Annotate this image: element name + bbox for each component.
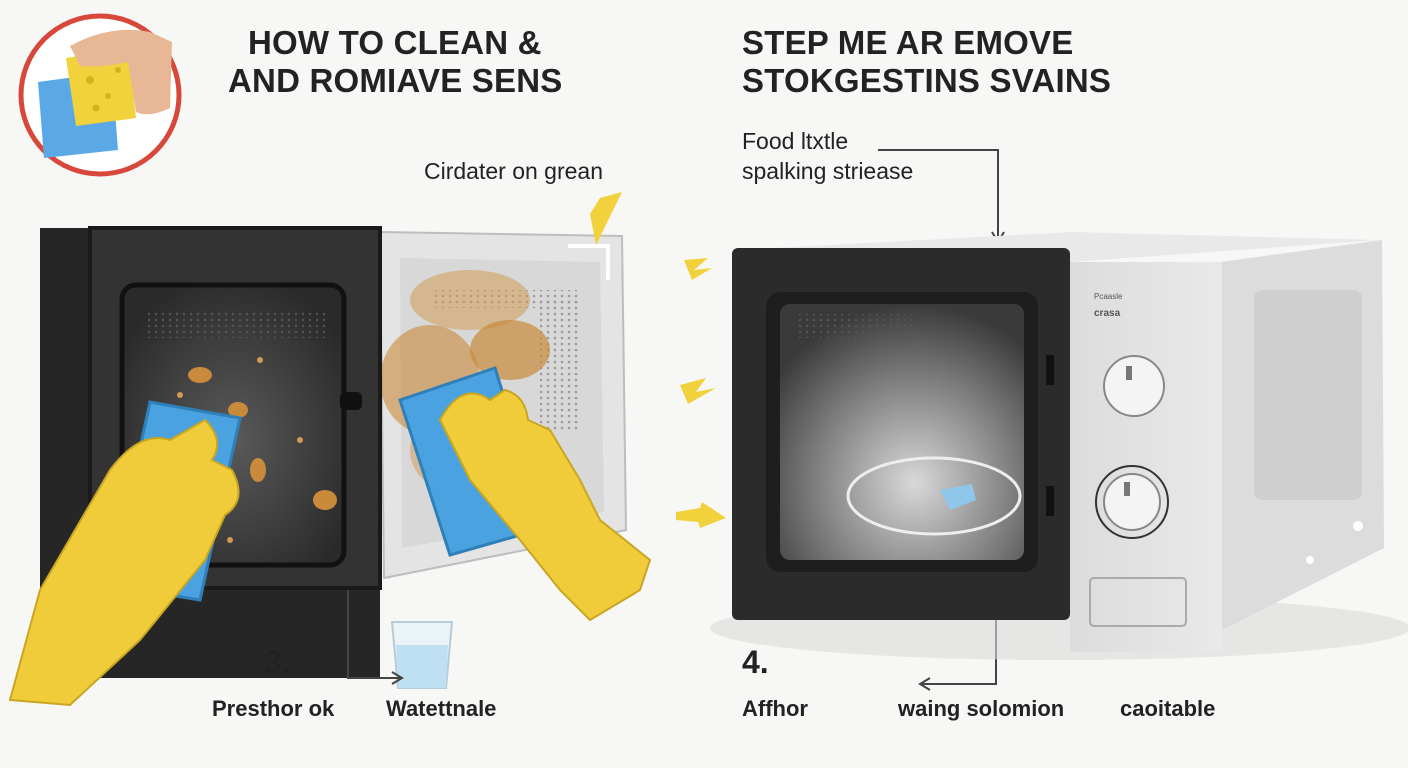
caption-affhor: Affhor: [742, 696, 808, 721]
right-title-line2: STOKGESTINS SVAINS: [742, 62, 1112, 99]
caption-waing: waing solomion: [898, 696, 1065, 721]
microwave-open: [8, 226, 652, 707]
cleaning-badge-icon: [18, 13, 182, 177]
caption-caoitable: caoitable: [1120, 696, 1216, 721]
left-callout: Cirdater on grean: [424, 158, 603, 184]
step-number-4: 4.: [742, 644, 769, 680]
step-number-3: 3.: [264, 644, 291, 680]
microwave-closed: [710, 232, 1408, 660]
left-title-line2: AND ROMIAVE SENS: [228, 62, 563, 99]
panel-text-1: Pcaasle: [1094, 292, 1123, 301]
connector-lines: [347, 149, 1005, 691]
caption-water: Watettnale: [386, 696, 497, 721]
left-title-line1: HOW TO CLEAN &: [248, 24, 542, 61]
right-callout-line1: Food ltxtle: [742, 128, 849, 154]
right-callout-line2: spalking striease: [742, 158, 914, 184]
caption-left: Presthor ok: [212, 696, 335, 721]
water-cup-icon: [390, 621, 454, 689]
panel-text-2: crasa: [1094, 308, 1121, 319]
spark-icon: [590, 192, 726, 528]
right-title-line1: STEP ME AR EMOVE: [742, 24, 1074, 61]
